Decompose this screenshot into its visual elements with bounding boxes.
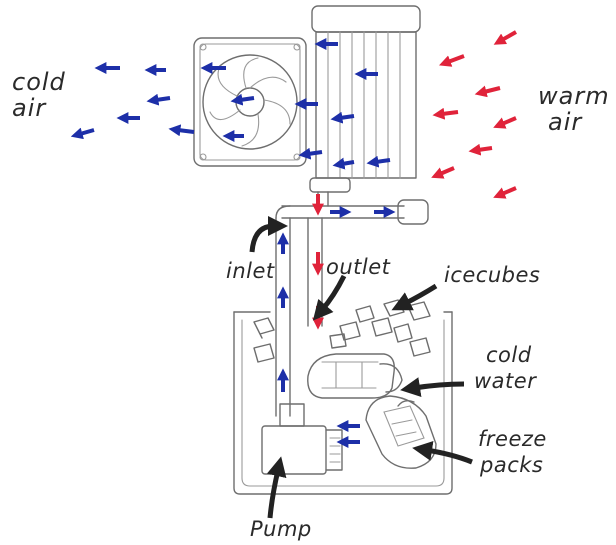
warm-arrow bbox=[493, 186, 517, 199]
warm-arrow bbox=[474, 85, 501, 98]
warm-arrow bbox=[493, 30, 517, 45]
ice-cube-group bbox=[253, 299, 431, 363]
label-cold-air-line1: cold bbox=[12, 68, 66, 96]
label-freeze-packs-line1: freeze bbox=[478, 427, 547, 451]
label-outlet: outlet bbox=[326, 255, 391, 279]
label-cold-water-line1: cold bbox=[486, 343, 532, 367]
cold-air-arrows bbox=[70, 38, 391, 170]
pointer-outlet bbox=[312, 274, 347, 321]
label-inlet: inlet bbox=[226, 259, 275, 283]
warm-air-arrows bbox=[431, 30, 517, 199]
label-warm-air-line2: air bbox=[548, 108, 583, 136]
ice-cube-icon bbox=[371, 317, 393, 337]
cold-arrow bbox=[330, 111, 355, 124]
cold-arrow bbox=[230, 93, 255, 106]
label-cold-water-line2: water bbox=[474, 369, 537, 393]
pointer-icecubes bbox=[391, 283, 438, 311]
radiator-icon bbox=[309, 5, 421, 193]
warm-arrow bbox=[432, 107, 459, 120]
warm-arrow bbox=[468, 143, 493, 156]
pointer-pump bbox=[266, 456, 287, 519]
ice-cube-icon bbox=[393, 323, 413, 343]
pointer-cold-water bbox=[400, 377, 465, 397]
ice-cube-icon bbox=[329, 333, 347, 349]
pointer-inlet bbox=[249, 216, 288, 253]
label-freeze-packs-line2: packs bbox=[479, 453, 543, 477]
ice-cube-icon bbox=[407, 301, 431, 321]
ice-cube-icon bbox=[253, 317, 275, 339]
label-ice-cubes: icecubes bbox=[444, 263, 540, 287]
ice-cube-icon bbox=[383, 299, 405, 317]
ice-cube-icon bbox=[253, 343, 275, 363]
cold-arrow bbox=[70, 127, 95, 140]
ice-cube-icon bbox=[355, 305, 375, 323]
cold-arrow bbox=[332, 157, 355, 170]
ice-cube-icon bbox=[409, 337, 431, 357]
cold-arrow bbox=[146, 93, 171, 106]
label-warm-air-line1: warm bbox=[538, 82, 610, 110]
fan-icon bbox=[193, 37, 307, 167]
cold-arrow bbox=[298, 147, 323, 160]
warm-arrow bbox=[431, 166, 455, 179]
label-pump: Pump bbox=[250, 517, 312, 541]
pump-icon bbox=[261, 403, 343, 475]
ice-cube-icon bbox=[339, 321, 361, 341]
cold-arrow bbox=[168, 124, 195, 137]
warm-arrow bbox=[493, 116, 517, 129]
warm-arrow bbox=[439, 54, 465, 67]
pointer-arrows bbox=[249, 216, 473, 519]
freeze-pack-icon bbox=[365, 395, 437, 469]
label-cold-air-line2: air bbox=[12, 94, 47, 122]
freeze-pack-icon bbox=[307, 353, 403, 399]
cooler-box-icon bbox=[233, 311, 453, 495]
pointer-freeze-packs bbox=[412, 441, 473, 465]
cold-arrow bbox=[366, 155, 391, 168]
